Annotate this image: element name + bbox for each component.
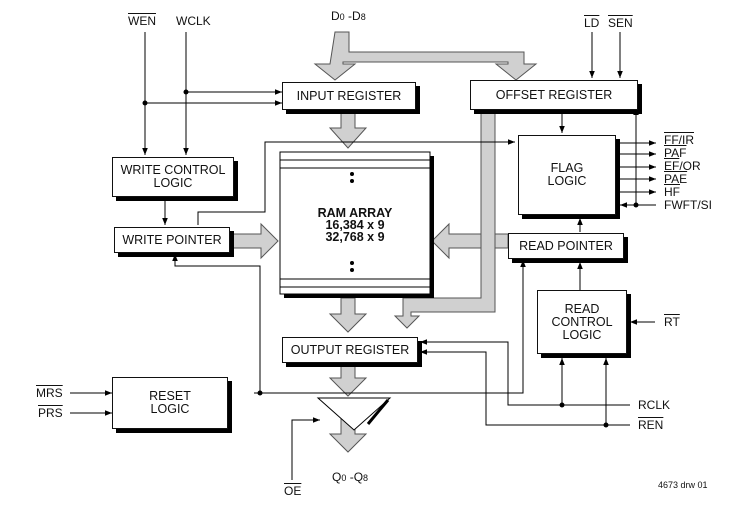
- write-pointer: WRITE POINTER: [114, 227, 230, 253]
- wcl-label-2: LOGIC: [153, 176, 193, 190]
- signal-prs: PRS: [38, 406, 63, 420]
- write-pointer-label: WRITE POINTER: [122, 232, 222, 247]
- read-pointer: READ POINTER: [508, 233, 624, 259]
- rcl-label-2: CONTROL: [551, 314, 613, 329]
- data-in-bus: [313, 31, 538, 81]
- flag-label-1: FLAG: [550, 161, 584, 175]
- output-register-label: OUTPUT REGISTER: [290, 342, 410, 357]
- ef-part: EF: [664, 159, 680, 173]
- reset-label-1: RESET: [149, 389, 191, 403]
- signal-wen: WEN: [128, 14, 156, 28]
- signal-sen: SEN: [608, 16, 633, 30]
- rcl-label-3: LOGIC: [562, 327, 602, 342]
- wcl-label-1: WRITE CONTROL: [120, 163, 226, 177]
- output-register: OUTPUT REGISTER: [282, 337, 418, 363]
- q-sub0: 0: [341, 473, 347, 483]
- signal-oe: OE: [284, 484, 302, 498]
- signal-fwft-si: FWFT/SI: [664, 198, 712, 212]
- input-register: INPUT REGISTER: [282, 82, 416, 110]
- signal-data-out: Q0 -Q8: [332, 470, 368, 484]
- reset-label-2: LOGIC: [150, 402, 190, 416]
- signal-ff-ir: FF/IR: [664, 133, 694, 147]
- signal-ld: LD: [584, 16, 600, 30]
- offset-register-label: OFFSET REGISTER: [495, 87, 613, 102]
- signal-rt: RT: [664, 315, 680, 329]
- d-sep: -D: [344, 9, 361, 23]
- signal-ef-or: EF/OR: [664, 159, 701, 173]
- ram-title: RAM ARRAY: [317, 206, 393, 220]
- d-letter: D: [331, 9, 340, 23]
- or-part: /OR: [679, 159, 701, 173]
- flag-label-2: LOGIC: [547, 174, 587, 188]
- output-buffer-triangle: [316, 397, 392, 431]
- signal-hf: HF: [664, 185, 680, 199]
- ram-array-box: [279, 151, 431, 295]
- rcl-label-1: READ: [564, 301, 600, 316]
- ram-to-output-bus: [328, 297, 368, 333]
- signal-data-in: D0 -D8: [331, 9, 366, 23]
- signal-ren: REN: [638, 418, 664, 432]
- d-sub0: 0: [339, 12, 345, 22]
- ram-size-1: 16,384 x 9: [325, 218, 385, 232]
- q-sep: -Q: [346, 470, 364, 484]
- output-to-buffer-bus: [328, 363, 368, 397]
- signal-mrs: MRS: [36, 386, 63, 400]
- signal-wclk: WCLK: [176, 14, 211, 28]
- d-sub8: 8: [360, 12, 366, 22]
- read-pointer-to-ram-bus: [431, 222, 509, 260]
- write-pointer-to-ram-bus: [223, 222, 279, 260]
- ram-size-2: 32,768 x 9: [325, 230, 385, 244]
- q-sub8: 8: [363, 473, 369, 483]
- input-register-label: INPUT REGISTER: [296, 88, 402, 103]
- signal-paf: PAF: [664, 146, 687, 160]
- drawing-id: 4673 drw 01: [658, 480, 708, 490]
- signal-rclk: RCLK: [638, 398, 671, 412]
- read-pointer-label: READ POINTER: [519, 238, 613, 253]
- input-to-ram-bus: [328, 109, 368, 149]
- signal-pae: PAE: [664, 172, 688, 186]
- offset-register: OFFSET REGISTER: [470, 80, 638, 110]
- q-letter: Q: [332, 470, 342, 484]
